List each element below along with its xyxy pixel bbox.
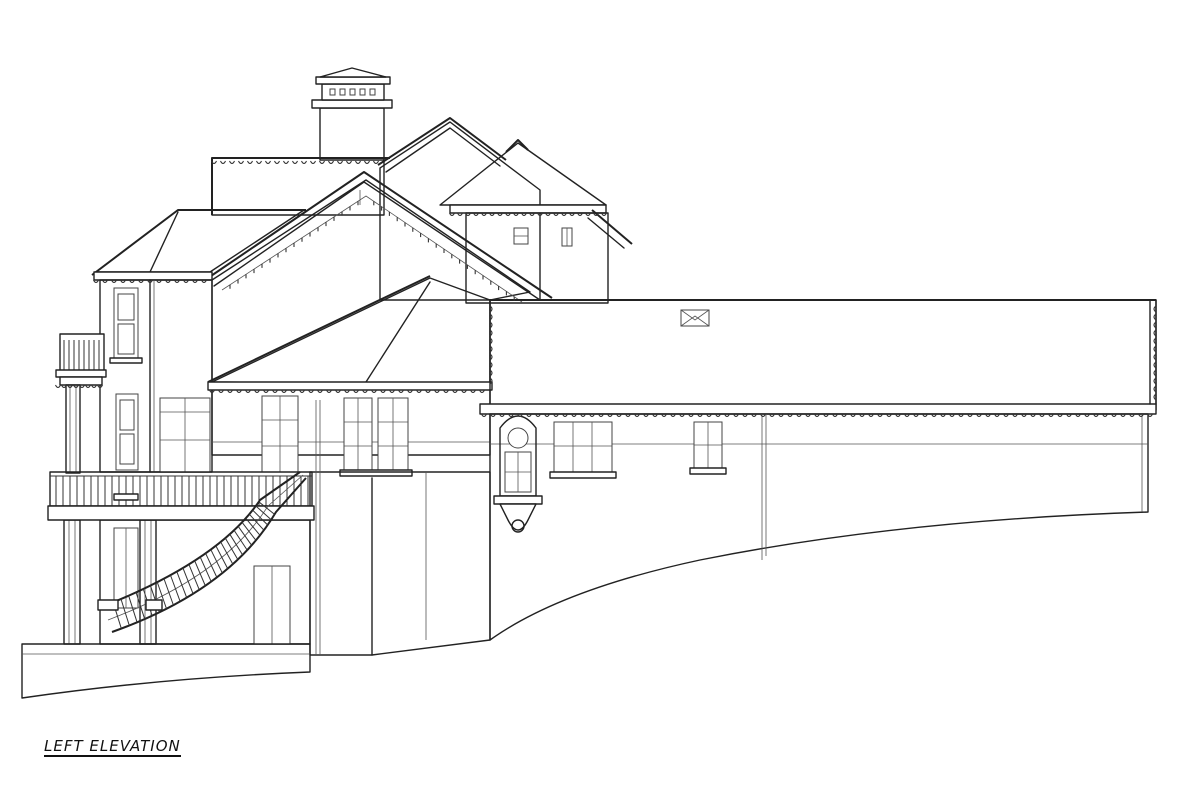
main-deck (47, 471, 315, 521)
upper-balcony-balusters (63, 340, 100, 370)
left-balcony (55, 333, 157, 645)
drawing-caption: LEFT ELEVATION (44, 737, 181, 757)
right-wing (479, 299, 1157, 641)
turret (439, 139, 633, 304)
left-tower-wall (99, 279, 213, 473)
terrace-base (21, 643, 311, 699)
upper-hip-roof (211, 157, 390, 216)
middle-wall (207, 275, 493, 477)
curved-stair (97, 471, 307, 633)
deck-balusters (50, 475, 312, 506)
dentil-bands (55, 160, 1157, 418)
foundation-wall (309, 400, 491, 656)
chimney (311, 67, 393, 161)
upper-gable (377, 117, 541, 301)
